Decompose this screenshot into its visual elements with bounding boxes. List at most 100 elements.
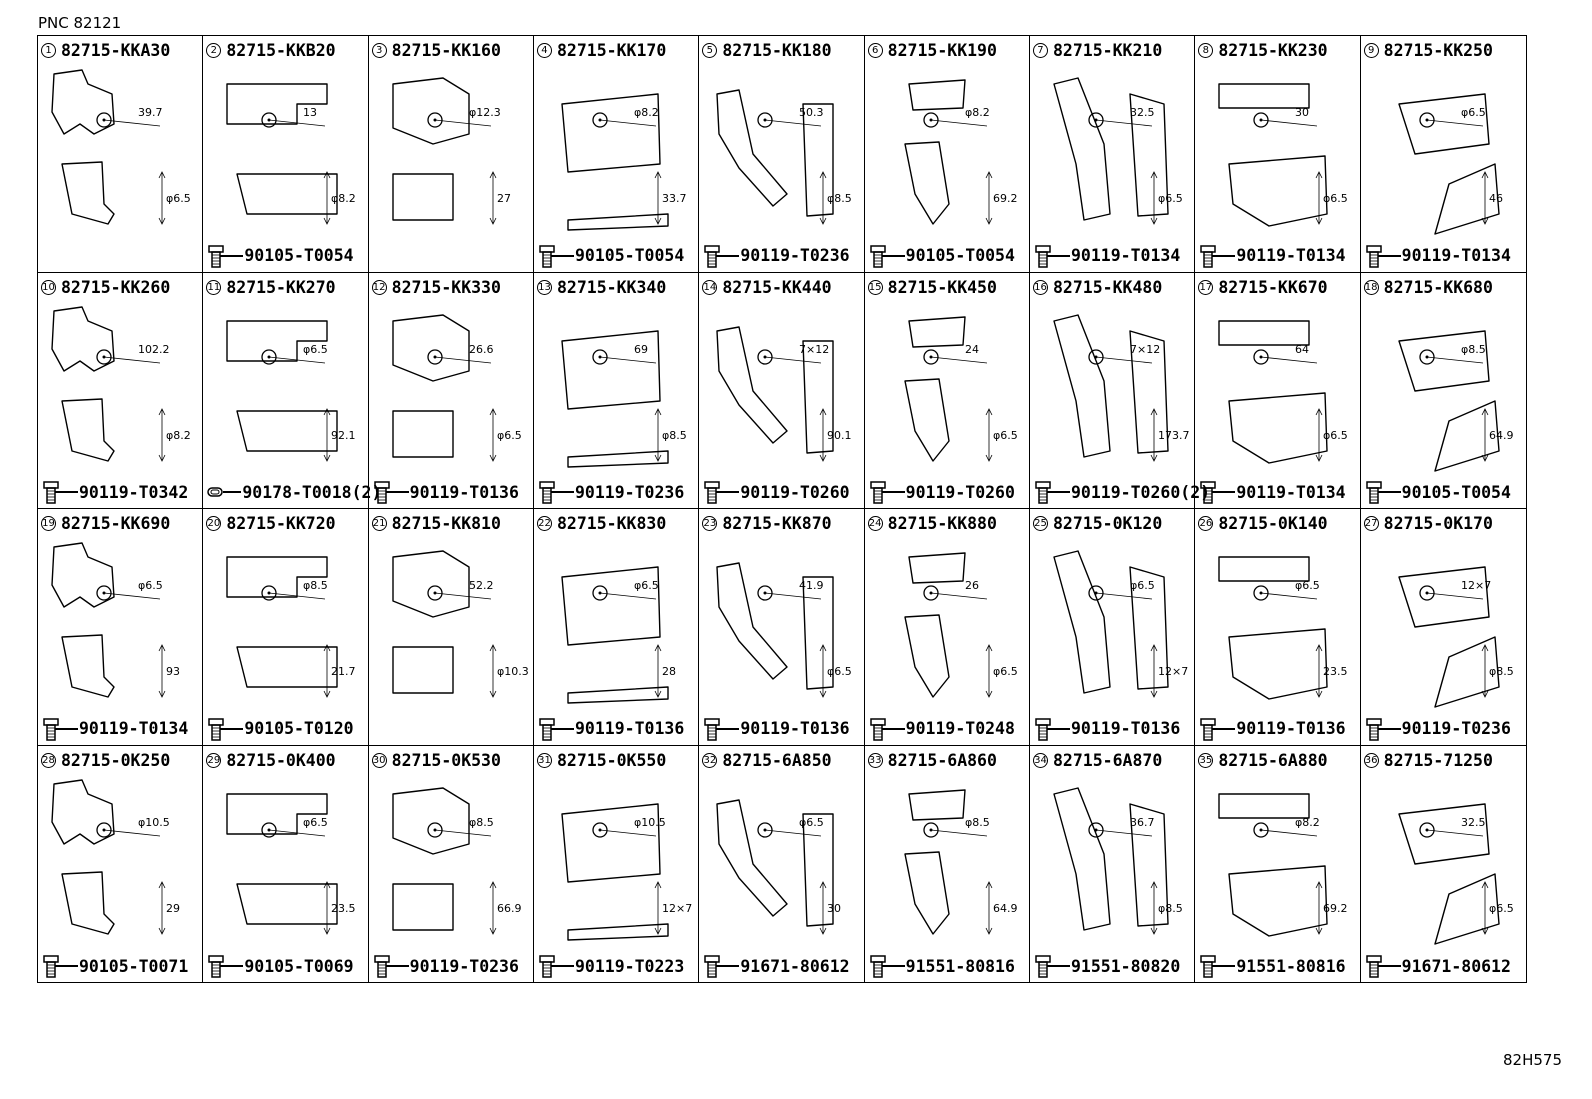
- part-number: 82715-KK880: [887, 514, 997, 533]
- fastener-part-number: 90105-T0120: [244, 719, 354, 738]
- fastener-part-number: 90119-T0236: [409, 956, 519, 976]
- bracket-drawing: φ12.327: [391, 77, 511, 225]
- part-number: 82715-KK330: [391, 277, 501, 297]
- dimension-label: φ10.3: [497, 665, 529, 678]
- fastener-row: 90119-T0136: [1199, 717, 1346, 741]
- dimension-label: 30: [827, 902, 841, 915]
- bracket-drawing: φ6.592.1: [226, 319, 356, 462]
- dimension-label: 30: [1295, 106, 1309, 119]
- fastener-row: 90119-T0260(2): [1034, 480, 1210, 504]
- item-number-circle: 32: [702, 752, 718, 768]
- fastener-part-number: 90119-T0134: [1236, 482, 1346, 502]
- part-number: 82715-KK260: [61, 277, 171, 297]
- fastener-row: 90105-T0054: [207, 244, 354, 268]
- dimension-label: 12×7: [1158, 665, 1188, 678]
- fastener-part-number: 91671-80612: [1401, 956, 1511, 976]
- bolt-icon: [704, 244, 740, 268]
- dimension-label: 93: [166, 665, 180, 678]
- bracket-drawing: 26.6φ6.5: [391, 313, 521, 462]
- bracket-drawing: 102.2φ8.2: [51, 305, 191, 462]
- fastener-row: 91671-80612: [1365, 954, 1511, 978]
- bracket-drawing: φ6.546: [1397, 93, 1503, 235]
- dimension-label: 39.7: [138, 106, 163, 119]
- item-number-circle: 31: [536, 752, 552, 768]
- bolt-icon: [43, 481, 78, 504]
- item-number-circle: 13: [536, 279, 552, 295]
- fastener-row: 90119-T0236: [373, 954, 519, 978]
- part-number: 82715-KK810: [391, 514, 501, 533]
- bolt-icon: [43, 955, 78, 978]
- dimension-label: φ6.5: [303, 816, 328, 829]
- fastener-row: 90178-T0018(2): [207, 480, 381, 504]
- dimension-label: 50.3: [799, 106, 824, 119]
- item-number-circle: 19: [41, 516, 56, 531]
- part-number: 82715-0K400: [226, 750, 336, 770]
- part-number: 82715-KK210: [1052, 41, 1163, 60]
- bracket-drawing: φ8.566.9: [391, 786, 521, 935]
- item-number-circle: 23: [702, 516, 718, 531]
- dimension-label: 46: [1489, 192, 1503, 205]
- fastener-part-number: 90119-T0136: [1070, 719, 1181, 738]
- part-number: 82715-6A850: [722, 750, 832, 770]
- bolt-icon: [43, 717, 78, 741]
- part-number: 82715-KK250: [1383, 41, 1493, 60]
- dimension-label: φ6.5: [1323, 192, 1348, 205]
- bracket-drawing: 32.5φ6.5: [1397, 802, 1513, 945]
- dimension-label: 102.2: [138, 343, 170, 356]
- fastener-part-number: 90119-T0223: [574, 956, 685, 976]
- dimension-label: 12×7: [662, 902, 692, 915]
- dimension-label: φ8.5: [469, 816, 494, 829]
- dimension-label: φ8.2: [965, 106, 990, 119]
- dimension-label: φ10.5: [634, 816, 666, 829]
- fastener-part-number: 90119-T0260(2): [1070, 482, 1211, 502]
- bolt-icon: [373, 955, 409, 978]
- dimension-label: 7×12: [799, 343, 829, 356]
- part-number: 82715-0K530: [391, 750, 501, 770]
- fastener-row: 90119-T0260: [703, 480, 850, 504]
- dimension-label: 64.9: [993, 902, 1018, 915]
